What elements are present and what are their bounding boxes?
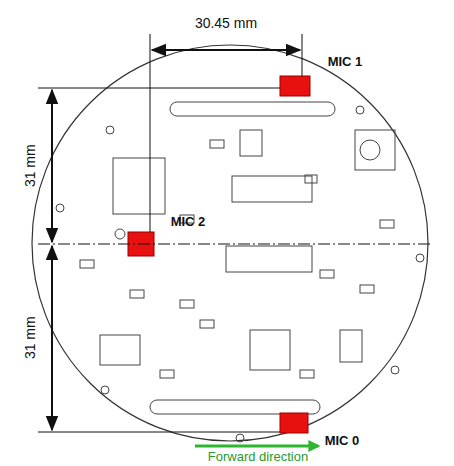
smd-part (180, 300, 194, 308)
smd-part (360, 285, 374, 293)
smd-part (80, 260, 94, 268)
dimension-label: 30.45 mm (195, 16, 257, 31)
smd-part (160, 370, 174, 378)
extension-line (302, 34, 303, 76)
dimension-label: 31 mm (22, 145, 37, 188)
chip-outline (240, 130, 262, 156)
smd-part (210, 140, 224, 148)
smd-part (200, 320, 214, 328)
led (106, 126, 114, 134)
part-label: MIC 1 (328, 55, 363, 69)
center-line (38, 244, 432, 245)
chip-outline (113, 158, 165, 214)
led (236, 434, 244, 442)
direction-label: Forward direction (208, 450, 308, 464)
chip-outline (340, 330, 362, 362)
extension-line (150, 34, 151, 232)
pcb-outline (32, 45, 428, 441)
dimension-arrow (51, 246, 53, 430)
smd-part (380, 220, 394, 228)
part-label: MIC 0 (325, 434, 360, 448)
chip-outline (355, 130, 395, 170)
chip-outline (232, 176, 312, 202)
microphone (280, 76, 310, 96)
extension-line (38, 432, 280, 433)
smd-part (300, 370, 314, 378)
led (115, 229, 125, 239)
led (101, 386, 109, 394)
led (391, 366, 399, 374)
smd-part (130, 290, 144, 298)
chip-outline (250, 330, 290, 370)
smd-part (320, 270, 334, 278)
smd-part (305, 175, 317, 183)
extension-line (38, 88, 280, 89)
dimension-arrow (51, 90, 53, 242)
led (356, 106, 364, 114)
chip-outline (226, 246, 312, 272)
part-label: MIC 2 (171, 215, 206, 229)
microphone (280, 413, 308, 433)
crystal (360, 140, 380, 160)
chip-outline (100, 335, 140, 365)
led (416, 254, 424, 262)
dimension-arrow (152, 49, 300, 51)
board-slot (150, 400, 320, 414)
dimension-label: 31 mm (22, 317, 37, 360)
board-slot (170, 102, 335, 116)
direction-arrow (195, 445, 318, 448)
led (56, 204, 64, 212)
pcb-components (56, 102, 424, 442)
